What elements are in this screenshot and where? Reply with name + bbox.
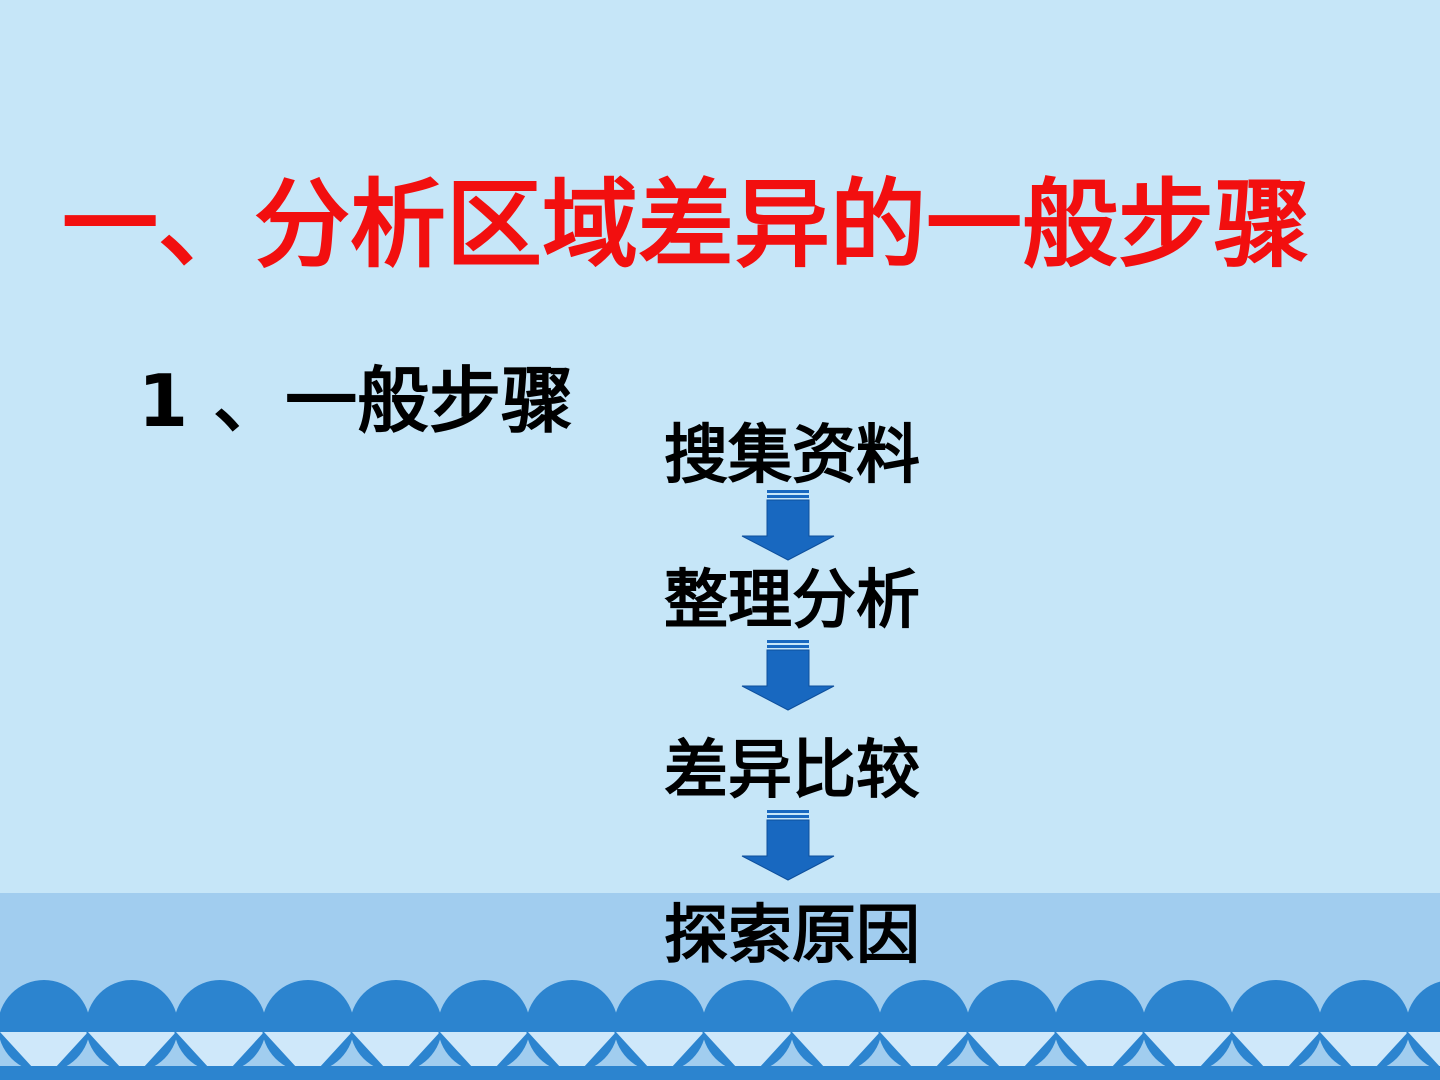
scallop-notch <box>352 1032 440 1080</box>
scallop-notch <box>616 1032 704 1080</box>
scallop-notch <box>528 1032 616 1080</box>
down-arrow-icon <box>741 490 835 561</box>
down-arrow-icon <box>741 810 835 881</box>
down-arrow-icon <box>741 640 835 711</box>
scallop-notch <box>1144 1032 1232 1080</box>
scallop-notch <box>440 1032 528 1080</box>
step-3-label: 差异比较 <box>664 734 920 808</box>
scallop-notch <box>176 1032 264 1080</box>
scallop-decoration <box>0 980 1440 1080</box>
scallop-notch <box>792 1032 880 1080</box>
section-heading: 1 、一般步骤 <box>138 359 574 443</box>
scallop-notch <box>968 1032 1056 1080</box>
scallop-notch <box>1232 1032 1320 1080</box>
scallop-notch <box>704 1032 792 1080</box>
scallop-notch <box>264 1032 352 1080</box>
step-4-label: 探索原因 <box>664 899 920 973</box>
scallop-notch <box>880 1032 968 1080</box>
step-1-label: 搜集资料 <box>664 419 920 493</box>
scallop-notch <box>1320 1032 1408 1080</box>
scallop-notch <box>1056 1032 1144 1080</box>
slide-title: 一、分析区域差异的一般步骤 <box>62 169 1310 281</box>
scallop-notch <box>0 1032 88 1080</box>
scallop-base <box>0 1066 1440 1080</box>
step-2-label: 整理分析 <box>664 564 920 638</box>
scallop-notch <box>88 1032 176 1080</box>
